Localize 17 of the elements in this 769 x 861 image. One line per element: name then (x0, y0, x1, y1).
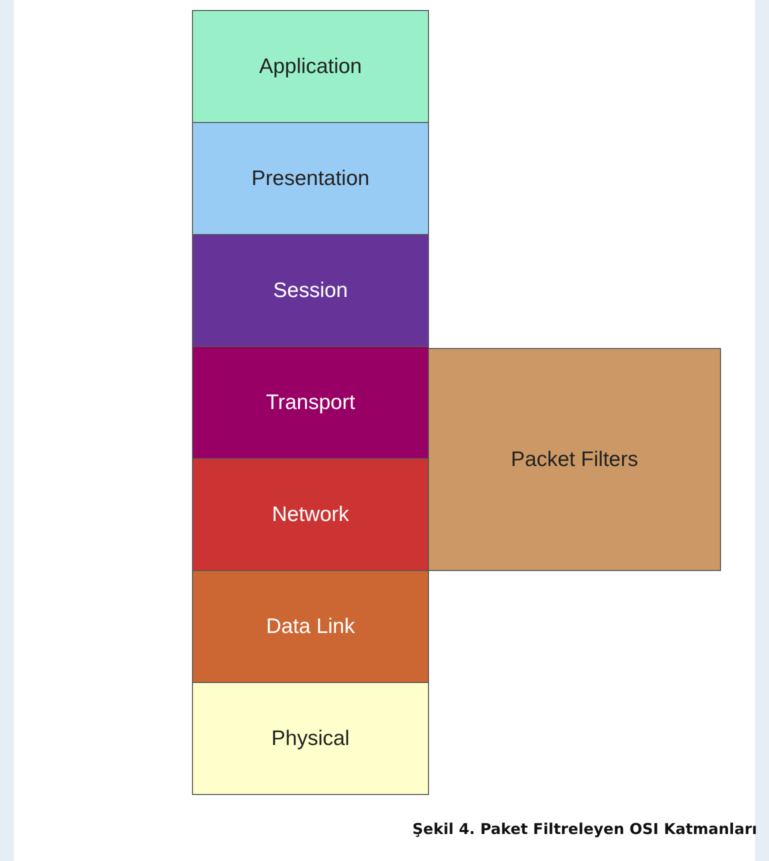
layer-box (192, 346, 429, 459)
layer-box (192, 458, 429, 571)
layer-box (192, 570, 429, 683)
layer-label: Session (273, 278, 348, 302)
layer-label: Data Link (266, 614, 355, 638)
layer-box (192, 10, 429, 123)
layer-label: Presentation (252, 166, 370, 190)
layer-label: Transport (266, 390, 356, 414)
layer-label: Network (272, 502, 350, 526)
figure-caption: Şekil 4. Paket Filtreleyen OSI Katmanları (412, 820, 757, 838)
layer-label: Application (259, 54, 362, 78)
layer-box (192, 682, 429, 795)
layer-label: Packet Filters (510, 448, 638, 472)
layer-box (192, 234, 429, 347)
layer-box (192, 122, 429, 235)
layer-label: Physical (271, 726, 350, 750)
filter-box (428, 348, 721, 571)
